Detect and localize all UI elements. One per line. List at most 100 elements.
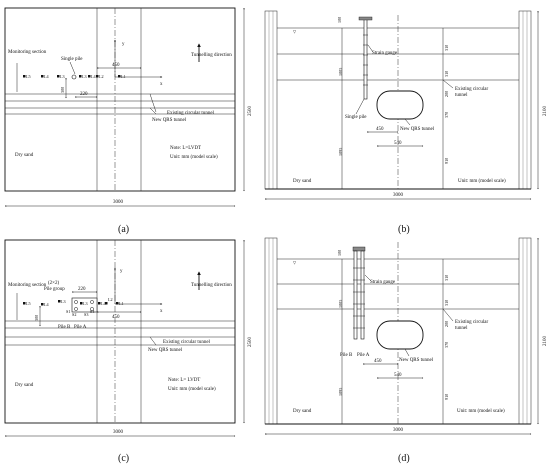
lvdt-marker — [23, 302, 26, 305]
pile-b-label: Pile B — [340, 353, 353, 358]
lvdt-marker — [118, 75, 121, 78]
dim-300-label: 300 — [34, 315, 39, 321]
pile-label: Single pile — [61, 57, 83, 62]
existing-tunnel-label: Existing circular — [455, 320, 489, 325]
pile-leader — [69, 61, 76, 75]
gauge-label: S4 — [90, 309, 95, 314]
pile-marker — [90, 307, 94, 311]
lvdt-marker — [88, 75, 91, 78]
right-wall — [518, 10, 532, 190]
lvdt-marker — [79, 75, 82, 78]
dim-450-label: 450 — [374, 359, 382, 364]
dim-310a-label: 310 — [444, 45, 449, 51]
panel-b: ▽ Strain gauge Single pile 100 1005 1095… — [264, 10, 548, 235]
pile-b-label: Pile B — [58, 325, 71, 330]
lvdt-label: L5 — [26, 74, 31, 79]
water-symbol: ▽ — [293, 260, 297, 265]
lvdt-marker — [80, 302, 83, 305]
lvdt-label: L4 — [44, 74, 50, 79]
strain-gauge-label: Strain gauge — [370, 280, 396, 285]
lvdt-marker — [116, 302, 119, 305]
new-tunnel-leader — [149, 107, 157, 115]
lvdt-marker — [23, 75, 26, 78]
lvdt-marker — [58, 300, 61, 303]
dim-width-label: 3000 — [393, 193, 404, 198]
dim-450-label: 450 — [376, 127, 384, 132]
single-pile-marker — [71, 74, 77, 80]
wall-hatching — [268, 238, 528, 424]
strain-gauges — [353, 267, 365, 329]
lvdt-label: L1 — [121, 74, 126, 79]
dry-sand-label: Dry sand — [293, 179, 312, 184]
dry-sand-label: Dry sand — [15, 383, 34, 388]
dim-310b-label: 310 — [444, 71, 449, 77]
dim-2100-label: 2100 — [543, 336, 548, 347]
dim-height-label: 2500 — [248, 106, 253, 117]
wall-hatching — [268, 11, 528, 189]
left-wall — [264, 237, 278, 425]
panel-label: (d) — [398, 453, 410, 464]
dim-height-label: 2500 — [248, 337, 253, 348]
lvdt-label: L1 — [119, 301, 124, 306]
existing-tunnel-leader — [149, 93, 157, 113]
dim-1005-label: 1005 — [338, 300, 343, 308]
dim-910-label: 910 — [444, 158, 449, 164]
pile-marker — [74, 300, 78, 304]
note-label: Note: L= LVDT — [168, 378, 200, 383]
lvdt-marker — [96, 75, 99, 78]
pile-b — [353, 250, 358, 340]
dim-width-label: 3000 — [113, 200, 124, 205]
pile-marker — [74, 307, 78, 311]
pile-group-label: Pile group — [44, 287, 65, 292]
dim-310b-label: 310 — [444, 300, 449, 306]
lvdt-label: L3 — [60, 74, 65, 79]
right-wall — [518, 237, 532, 425]
dim-300-label: 300 — [60, 87, 65, 93]
panel-label: (c) — [118, 453, 129, 464]
dim-1095-label: 1095 — [338, 148, 343, 156]
dim-450-label: 450 — [112, 315, 120, 320]
tunnelling-direction-label: Tunnelling direction — [191, 53, 232, 58]
pile-a-label: Pile A — [357, 353, 370, 358]
dim-1095-label: 1095 — [338, 388, 343, 396]
note-label: Note: L=LVDT — [170, 146, 201, 151]
dim-1005-label: 1005 — [338, 68, 343, 76]
dry-sand-label: Dry sand — [15, 153, 34, 158]
lvdt-marker — [98, 302, 101, 305]
dim-910-label: 910 — [444, 394, 449, 400]
panel-d: ▽ Strain gauge Pile B Pile A 100 1005 10… — [264, 237, 548, 464]
dim-2100-label: 2100 — [543, 106, 548, 117]
gauge-label: S1 — [66, 309, 70, 314]
dim-540-label: 540 — [394, 141, 402, 146]
new-tunnel-label: New QRS tunnel — [400, 127, 435, 132]
strain-gauge-label: Strain gauge — [372, 51, 398, 56]
lvdt-label: L2 — [99, 74, 104, 79]
lvdt-label: L4 — [91, 74, 97, 79]
strain-gauge-leader — [367, 44, 374, 53]
lvdt-label: L4 — [44, 302, 50, 307]
pile-marker — [90, 300, 94, 304]
water-symbol: ▽ — [293, 29, 297, 34]
unit-label: Unit: mm (model scale) — [457, 409, 505, 414]
lvdt-row: L5 L4 L3 L3 L4 L2 L1 — [23, 74, 126, 80]
y-axis-label: y — [120, 269, 123, 274]
pile-a-label: Pile A — [74, 325, 87, 330]
pile-leader — [355, 98, 365, 115]
left-wall — [264, 10, 278, 190]
x-axis-label: x — [160, 309, 163, 314]
existing-tunnel-label: tunnel — [455, 93, 468, 98]
model-box-outline — [4, 7, 236, 192]
lvdt-label: L3 — [83, 301, 88, 306]
unit-label: Unit: mm (model scale) — [170, 155, 218, 160]
lvdt-marker — [57, 75, 60, 78]
pile-cap — [358, 16, 373, 21]
existing-tunnel-leader — [442, 79, 454, 89]
pile-cap — [352, 246, 366, 252]
qrs-tunnel — [376, 90, 424, 120]
dim-width-label: 3000 — [113, 430, 124, 435]
panel-label: (b) — [398, 224, 410, 235]
dim-370-label: 370 — [444, 112, 449, 118]
qrs-tunnel — [376, 320, 424, 350]
existing-tunnel-leader — [442, 308, 454, 322]
pile-group-label: (2×2) — [48, 281, 59, 286]
